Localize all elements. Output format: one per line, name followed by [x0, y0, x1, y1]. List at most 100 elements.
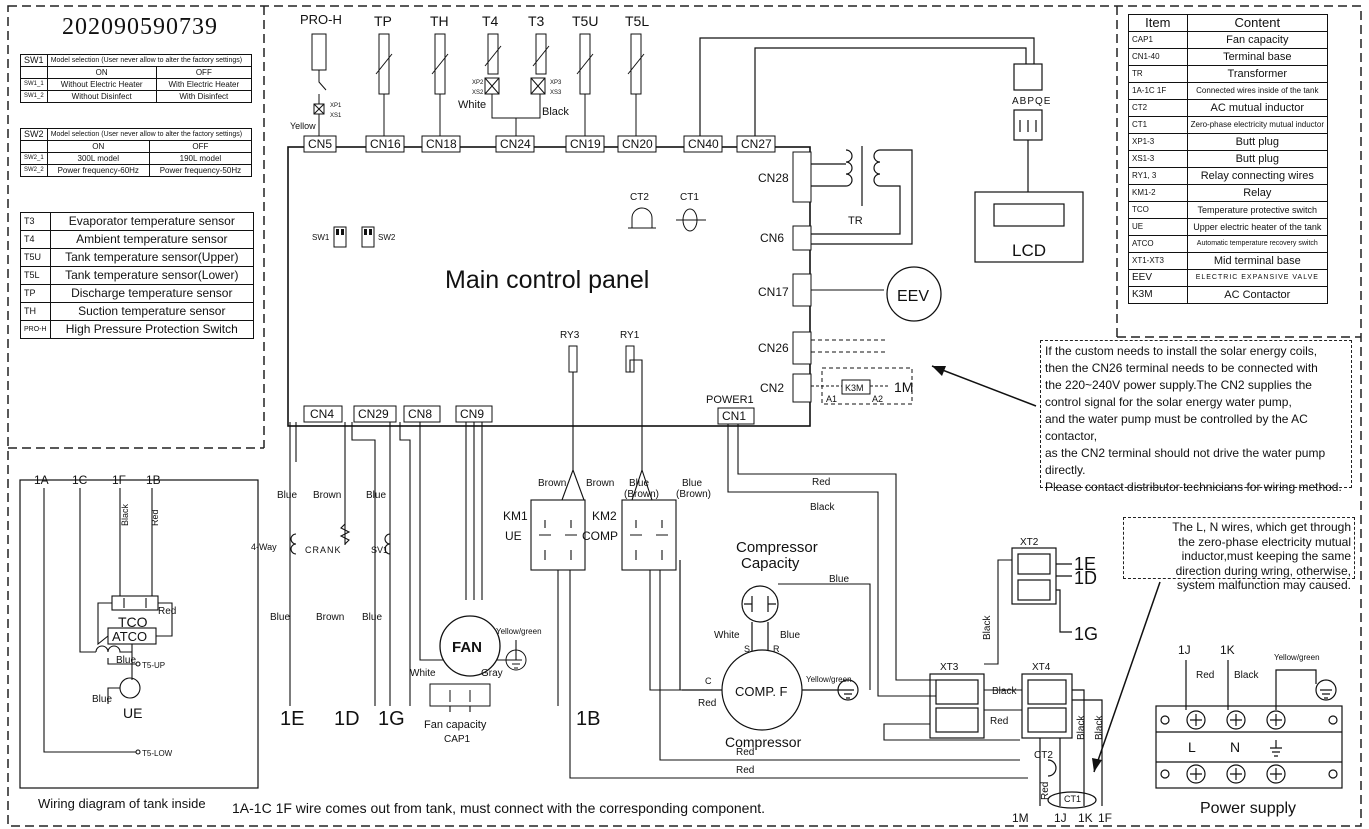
- xt3-cell-b: [935, 707, 979, 733]
- relay-wiring: [530, 359, 1028, 779]
- comp-s-label: S: [744, 644, 750, 654]
- t3-label: T3: [528, 13, 545, 29]
- sw1-empty-cell: [20, 66, 48, 79]
- power-hole-left-bottom: [1160, 769, 1170, 779]
- outer-frame: [7, 5, 1362, 827]
- xt4-black-b: Black: [1094, 715, 1105, 740]
- tank-black-label: Black: [120, 503, 130, 526]
- board-ct2-symbol: [628, 207, 656, 229]
- sw2-empty-cell: [20, 140, 48, 153]
- km2-red-bottom: Red: [736, 747, 754, 758]
- legend-item: ATCO: [1128, 235, 1188, 253]
- crank-top-brown: Brown: [313, 490, 341, 501]
- sensor-code: PRO-H: [20, 320, 51, 339]
- sw1-row: SW1_1 Without Electric Heater With Elect…: [20, 78, 253, 91]
- proh-label: PRO-H: [300, 12, 342, 27]
- cn26-label: CN26: [758, 341, 789, 355]
- ry1-label: RY1: [620, 330, 640, 341]
- compressor-group: [679, 560, 859, 731]
- fourway-wire: [289, 422, 297, 706]
- proh-yellow-label: Yellow: [290, 121, 316, 131]
- km2-box: [621, 499, 677, 571]
- proh-contact: [318, 70, 327, 104]
- cn6-box: [792, 225, 812, 251]
- bottom-1j: 1J: [1054, 811, 1067, 825]
- km1-in-wire: [569, 570, 1028, 779]
- top-connectors: CN5 CN16 CN18 CN24 CN19 CN20 CN40 CN27: [303, 135, 776, 153]
- xp1-label: XP1: [330, 103, 342, 109]
- ln-note-line: system malfunction may caused.: [1176, 578, 1351, 592]
- sw2-row: SW2_1 300L model 190L model: [20, 152, 253, 165]
- comp-blue-label: Blue: [780, 630, 800, 641]
- sw1-row-off: With Disinfect: [155, 90, 253, 103]
- ct1-label: CT1: [1064, 794, 1081, 804]
- sw1-row-on: Without Disinfect: [46, 90, 157, 103]
- ln-note-arrowhead: [1092, 758, 1102, 772]
- power-earth-circle: [1315, 679, 1337, 701]
- sensor-desc: Ambient temperature sensor: [49, 230, 255, 249]
- fan-cap-label: Fan capacity: [424, 719, 487, 731]
- sw2-switch: [361, 226, 375, 248]
- cn29-label: CN29: [358, 407, 389, 421]
- xt4-block: [1021, 673, 1073, 739]
- xt3-label: XT3: [940, 662, 959, 673]
- sensor-labels: PRO-H TP TH T4 T3 T5U T5L: [300, 12, 649, 29]
- ct1-ring: [1047, 791, 1097, 809]
- sw1-heading: Model selection (User never allow to alt…: [46, 54, 253, 67]
- lower-loads: [289, 422, 517, 712]
- sw1-row-off: With Electric Heater: [155, 78, 253, 91]
- xt2-1g: 1G: [1074, 624, 1098, 644]
- km1-contacts: [539, 520, 577, 560]
- fourway-label: 4-Way: [251, 542, 277, 552]
- cn16-label: CN16: [370, 137, 401, 151]
- legend-item: TCO: [1128, 201, 1188, 219]
- km2-out-wire: [649, 570, 682, 691]
- comp-white-label: White: [714, 630, 740, 641]
- crank-label: CRANK: [305, 545, 342, 555]
- sv1-wire: [389, 422, 411, 706]
- ue-label: UE: [123, 705, 142, 721]
- sw2-switch-knob-a: [364, 229, 367, 235]
- comp-cap-plates: [744, 596, 776, 612]
- xt4-cell-b: [1027, 707, 1067, 733]
- comp-cap-label-1: Compressor: [736, 539, 818, 556]
- xt4-label: XT4: [1032, 662, 1051, 673]
- xt4-black-a: Black: [1076, 715, 1087, 740]
- power-block: [1155, 705, 1343, 789]
- cn8-label: CN8: [408, 407, 432, 421]
- terminal-1e: 1E: [280, 708, 304, 730]
- xt4-red-label: Red: [1040, 782, 1051, 800]
- serial-number: 202090590739: [62, 14, 218, 40]
- t4-white-label: White: [458, 99, 486, 111]
- eev-circle: [886, 266, 942, 322]
- tank-labels: 1A 1C 1F 1B: [34, 473, 161, 487]
- t3-plug: [530, 77, 546, 95]
- cn1-label: CN1: [722, 409, 746, 423]
- power-screw-crosses: [1190, 714, 1282, 780]
- lcd-box: [974, 191, 1084, 263]
- sw2-name: SW2: [20, 128, 48, 141]
- comp-ground-lines: [842, 689, 854, 699]
- fan-ground: [505, 649, 527, 671]
- xt3-cell-a: [935, 679, 979, 705]
- comp-red-label: Red: [698, 698, 716, 709]
- t5u-label: T5U: [572, 13, 598, 29]
- power-red: Red: [1196, 670, 1214, 681]
- ln-note-line: [1093, 581, 1161, 773]
- sensor-code: TP: [20, 284, 51, 303]
- fan-circle: [439, 615, 501, 677]
- t4-plug-x: [484, 77, 500, 95]
- board-ct1-ring: [682, 208, 698, 232]
- t5l-symbol: [627, 53, 645, 75]
- km2-contacts: [630, 520, 668, 560]
- cn1-black-label: Black: [810, 502, 835, 513]
- legend-content: Relay: [1186, 184, 1329, 202]
- sensor-desc: Suction temperature sensor: [49, 302, 255, 321]
- lcd-screen: [993, 203, 1065, 227]
